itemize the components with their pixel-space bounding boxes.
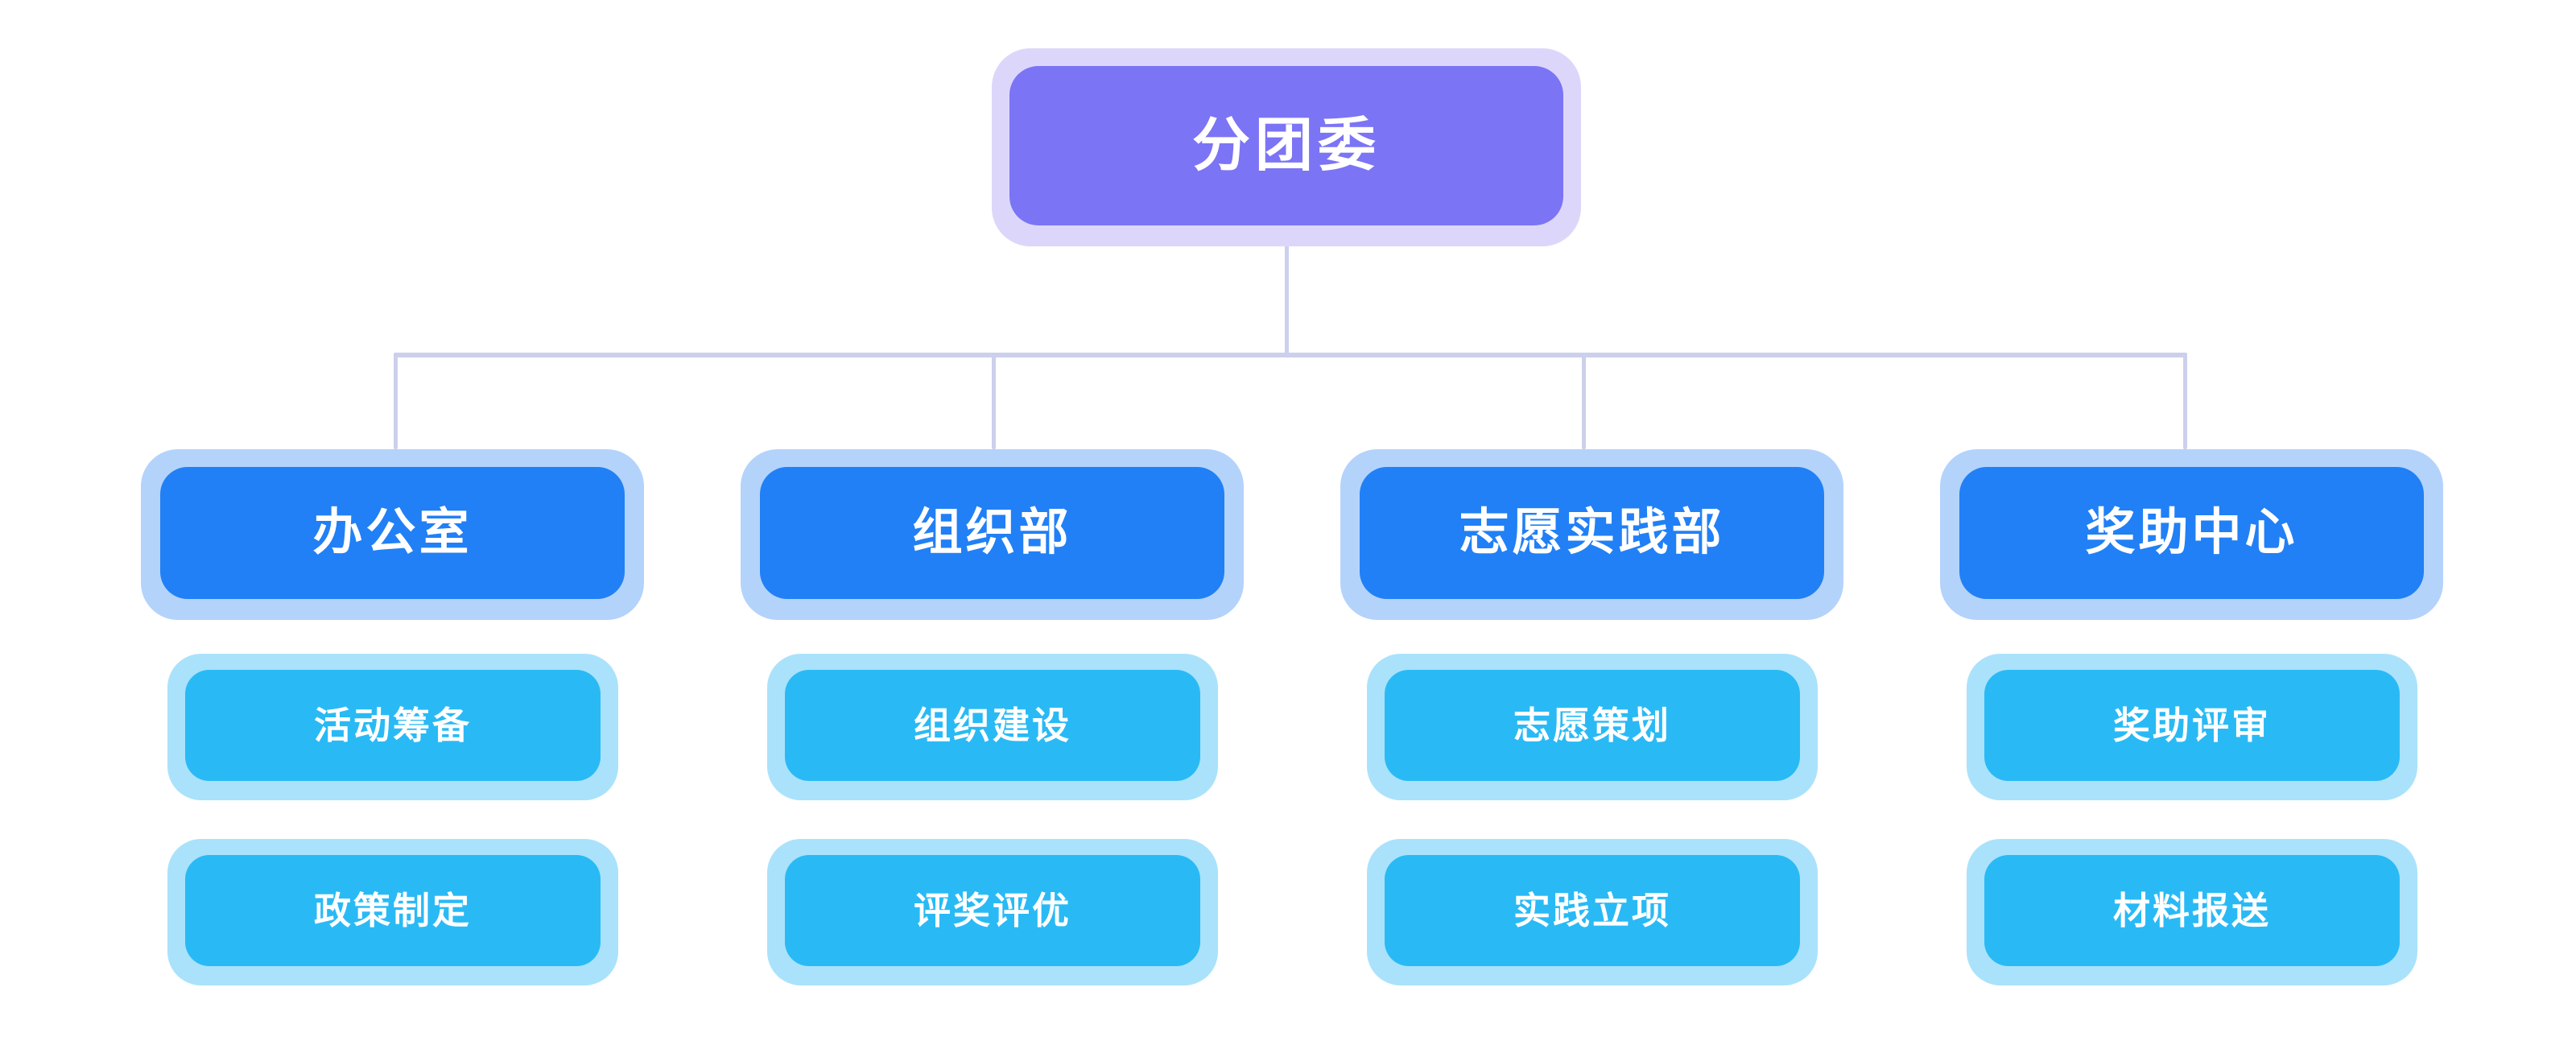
node-leaf-award-excellence-evaluation[interactable]: 评奖评优 [767, 839, 1218, 985]
node-label-dept-1: 办公室 [160, 467, 625, 599]
connector-drop-dept-4 [2183, 353, 2187, 449]
node-label-dept-4: 奖助中心 [1959, 467, 2424, 599]
connector-drop-dept-1 [394, 353, 398, 449]
node-label-leaf-4-2: 材料报送 [1984, 855, 2400, 966]
node-label-leaf-3-1: 志愿策划 [1385, 670, 1800, 781]
connector-root-stem [1285, 242, 1289, 357]
connector-drop-dept-2 [992, 353, 996, 449]
node-label-root: 分团委 [1009, 66, 1563, 225]
node-leaf-organization-building[interactable]: 组织建设 [767, 654, 1218, 800]
node-leaf-event-preparation[interactable]: 活动筹备 [167, 654, 618, 800]
node-leaf-policy-formulation[interactable]: 政策制定 [167, 839, 618, 985]
node-label-leaf-2-2: 评奖评优 [785, 855, 1200, 966]
node-dept-volunteer-practice[interactable]: 志愿实践部 [1340, 449, 1843, 620]
node-label-leaf-3-2: 实践立项 [1385, 855, 1800, 966]
connector-horizontal-bus [394, 353, 2187, 357]
node-leaf-award-review[interactable]: 奖助评审 [1967, 654, 2417, 800]
connector-drop-dept-3 [1582, 353, 1586, 449]
node-root-branch-league-committee[interactable]: 分团委 [992, 48, 1581, 246]
node-dept-office[interactable]: 办公室 [141, 449, 644, 620]
node-label-dept-3: 志愿实践部 [1360, 467, 1824, 599]
node-dept-award-assistance-center[interactable]: 奖助中心 [1940, 449, 2443, 620]
node-leaf-practice-project-initiation[interactable]: 实践立项 [1367, 839, 1818, 985]
node-label-leaf-4-1: 奖助评审 [1984, 670, 2400, 781]
node-leaf-volunteer-planning[interactable]: 志愿策划 [1367, 654, 1818, 800]
node-dept-organization[interactable]: 组织部 [741, 449, 1244, 620]
node-label-dept-2: 组织部 [760, 467, 1224, 599]
node-label-leaf-2-1: 组织建设 [785, 670, 1200, 781]
node-label-leaf-1-2: 政策制定 [185, 855, 601, 966]
node-label-leaf-1-1: 活动筹备 [185, 670, 601, 781]
node-leaf-material-submission[interactable]: 材料报送 [1967, 839, 2417, 985]
